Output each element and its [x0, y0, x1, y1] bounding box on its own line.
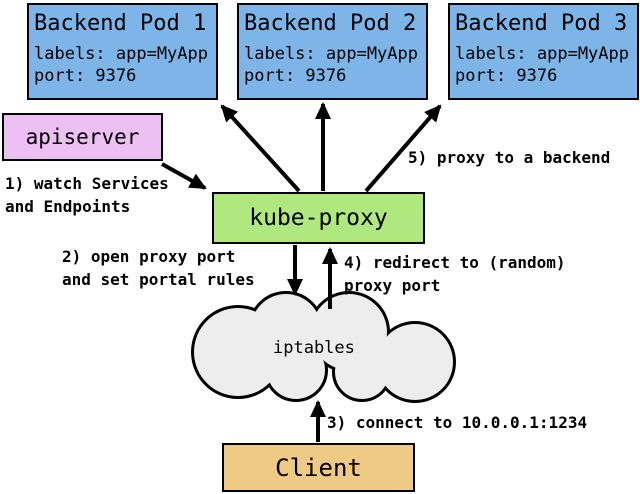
backend-pod-1-labels: labels: app=MyApp [34, 44, 208, 64]
backend-pod-3-port: port: 9376 [455, 66, 558, 86]
backend-pod-1-box: Backend Pod 1 labels: app=MyApp port: 93… [27, 3, 218, 100]
backend-pod-3-title: Backend Pod 3 [455, 11, 628, 36]
annotation-step4: 4) redirect to (random) proxy port [344, 253, 566, 295]
client-label: Client [275, 453, 362, 482]
backend-pod-1-port: port: 9376 [34, 66, 137, 86]
backend-pod-2-box: Backend Pod 2 labels: app=MyApp port: 93… [237, 3, 428, 100]
annotation-step3: 3) connect to 10.0.0.1:1234 [327, 413, 588, 432]
client-box: Client [222, 443, 415, 492]
annotation-step2: 2) open proxy port and set portal rules [62, 247, 255, 289]
iptables-label: iptables [273, 338, 355, 358]
apiserver-box: apiserver [2, 113, 163, 161]
arrow-kube-proxy-to-pod1 [220, 104, 301, 193]
backend-pod-2-port: port: 9376 [244, 66, 347, 86]
kube-proxy-box: kube-proxy [212, 192, 425, 244]
backend-pod-3-box: Backend Pod 3 labels: app=MyApp port: 93… [448, 3, 639, 100]
apiserver-label: apiserver [25, 125, 140, 149]
backend-pod-3-labels: labels: app=MyApp [455, 44, 629, 64]
annotation-step1: 1) watch Services and Endpoints [5, 174, 169, 216]
annotation-step5: 5) proxy to a backend [408, 148, 611, 167]
backend-pod-2-title: Backend Pod 2 [244, 11, 417, 36]
kube-proxy-label: kube-proxy [249, 205, 388, 231]
backend-pod-2-labels: labels: app=MyApp [244, 44, 418, 64]
backend-pod-1-title: Backend Pod 1 [34, 11, 207, 36]
